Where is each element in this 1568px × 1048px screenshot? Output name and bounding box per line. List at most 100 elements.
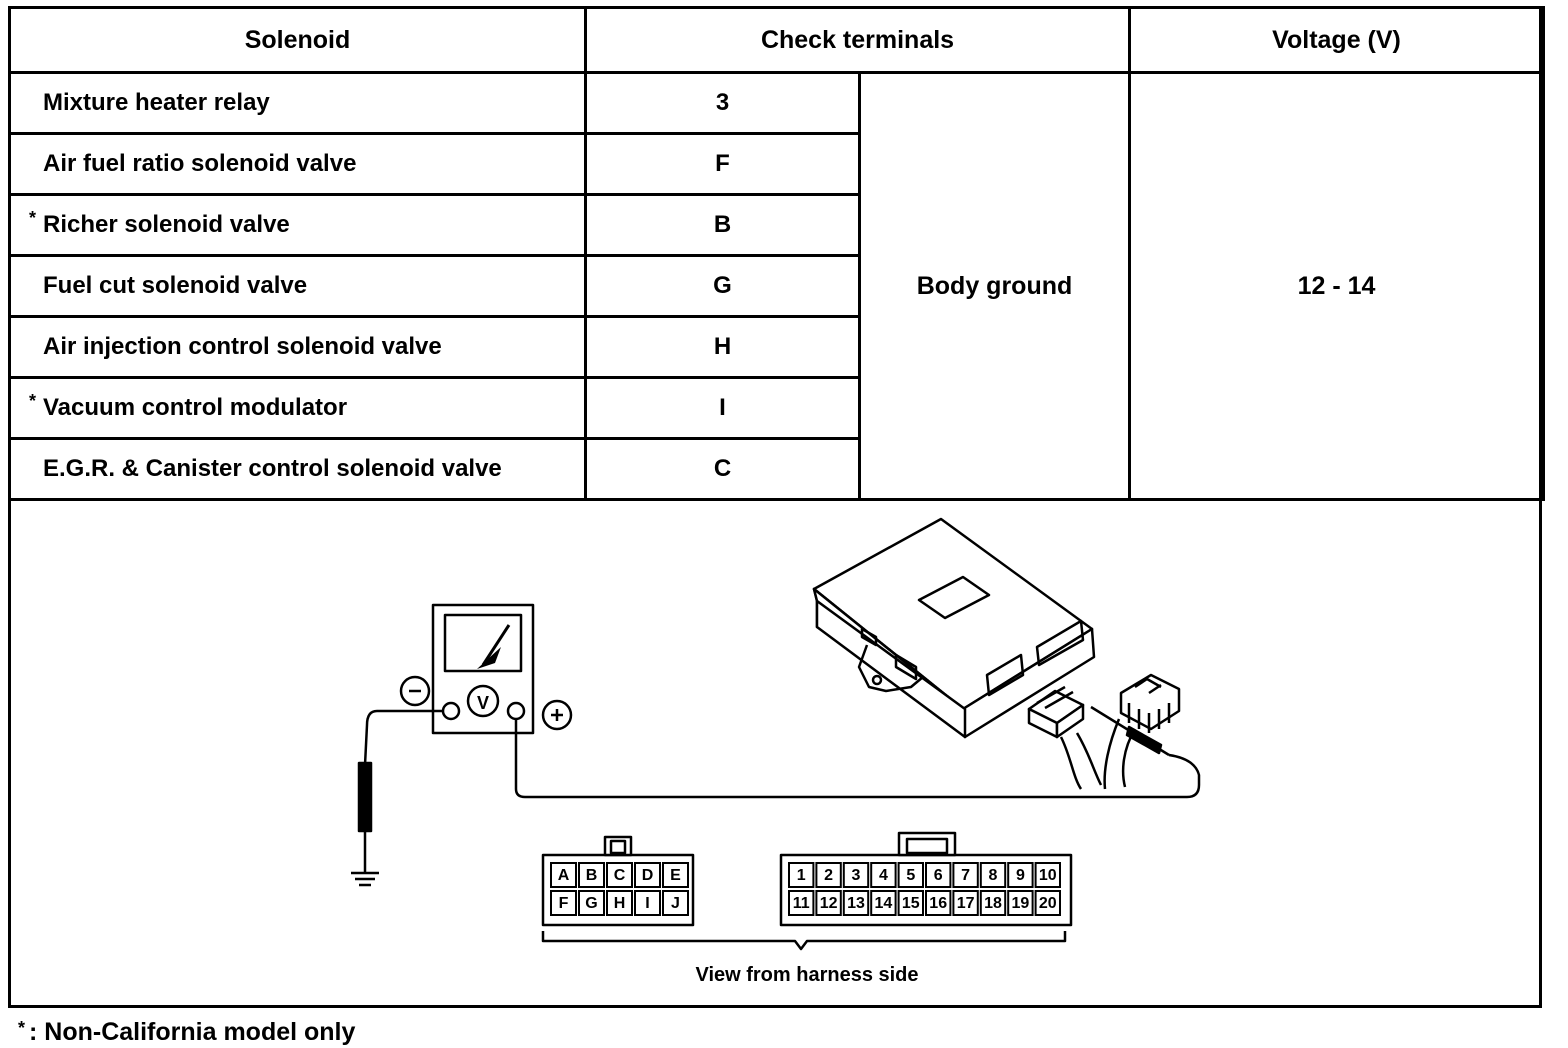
connector-pin	[842, 890, 870, 916]
connector-pin	[662, 862, 689, 888]
connector-pin	[578, 862, 605, 888]
footnote-star: *	[18, 1018, 26, 1038]
terminal-cell: I	[584, 376, 861, 440]
connector-pin-label: G	[585, 895, 597, 912]
connector-pin	[788, 890, 815, 916]
star-mark: *	[29, 391, 37, 411]
connector-pin-label: F	[559, 895, 569, 912]
table-row: *Richer solenoid valve B	[8, 193, 1544, 257]
connector-pin	[952, 890, 979, 916]
connector-pin-label: 3	[852, 867, 861, 884]
connector-pin	[979, 862, 1007, 888]
solenoid-cell: Air fuel ratio solenoid valve	[8, 132, 587, 196]
footnote: *: Non-California model only	[18, 1018, 355, 1047]
connector-pin	[979, 890, 1007, 916]
solenoid-cell: Fuel cut solenoid valve	[8, 254, 587, 318]
probe-icon	[1090, 705, 1170, 757]
table-row: Air injection control solenoid valve H	[8, 315, 1544, 379]
connector-pin	[815, 862, 842, 888]
table-row: Fuel cut solenoid valve G	[8, 254, 1544, 318]
connector-pin-label: 4	[879, 867, 888, 884]
table-row: E.G.R. & Canister control solenoid valve…	[8, 437, 1544, 501]
connector-pin-label: 20	[1039, 895, 1057, 912]
connector-pin-label: 2	[824, 867, 833, 884]
connector-pin-label: 9	[1016, 867, 1025, 884]
terminal-cell: 3	[584, 71, 861, 135]
solenoid-label: E.G.R. & Canister control solenoid valve	[43, 455, 502, 482]
connector-pin-label: 6	[934, 867, 943, 884]
voltage-cell: 12 - 14	[1128, 71, 1546, 501]
star-mark: *	[29, 208, 37, 228]
connector-pin-label: 8	[989, 867, 998, 884]
table-row: *Vacuum control modulator I	[8, 376, 1544, 440]
connector-pin-label: A	[558, 867, 570, 884]
connector-pin-label: 16	[929, 895, 947, 912]
connector-pin	[1007, 862, 1034, 888]
connector-pin-label: 17	[957, 895, 975, 912]
connector-pin	[925, 890, 952, 916]
connector-pin	[925, 862, 952, 888]
connector-pin	[1034, 890, 1061, 916]
connector-pin	[952, 862, 979, 888]
connector-pin	[788, 862, 815, 888]
solenoid-check-table: Solenoid Check terminals Voltage (V) Mix…	[8, 6, 1546, 501]
connector-pin-label: C	[614, 867, 626, 884]
connector-pin-label: I	[645, 895, 649, 912]
connector-pin	[606, 890, 633, 916]
connector-pin	[606, 862, 633, 888]
harness-connector-icon	[1027, 673, 1181, 790]
connector-pin-label: D	[642, 867, 654, 884]
connector-pin-label: 11	[793, 895, 810, 912]
connector-pin-label: 7	[961, 867, 970, 884]
control-unit-icon	[812, 517, 1096, 739]
connector-pin	[634, 890, 661, 916]
connector-pin	[897, 890, 924, 916]
connector-pin-label: 18	[984, 895, 1002, 912]
connector-pin-label: 5	[906, 867, 915, 884]
terminal-cell: C	[584, 437, 861, 501]
solenoid-cell: E.G.R. & Canister control solenoid valve	[8, 437, 587, 501]
terminal-cell: G	[584, 254, 861, 318]
solenoid-label: Air injection control solenoid valve	[43, 333, 442, 360]
connector-pin-label: E	[670, 867, 681, 884]
connector-pin	[634, 862, 661, 888]
connector-pin	[578, 890, 605, 916]
connector-pin	[550, 862, 577, 888]
terminal-cell: F	[584, 132, 861, 196]
connector-pin-label: 15	[902, 895, 920, 912]
connector-pin	[815, 890, 842, 916]
terminal-cell: H	[584, 315, 861, 379]
solenoid-cell: *Richer solenoid valve	[8, 193, 587, 257]
connector-pin	[662, 890, 689, 916]
solenoid-cell: *Vacuum control modulator	[8, 376, 587, 440]
solenoid-label: Fuel cut solenoid valve	[43, 272, 308, 299]
connector-pin-label: H	[614, 895, 626, 912]
connector-pin	[1007, 890, 1034, 916]
test-lead-icon	[351, 709, 1201, 887]
connector-pin	[870, 862, 897, 888]
caption-bracket	[541, 931, 1067, 951]
table-row: Air fuel ratio solenoid valve F	[8, 132, 1544, 196]
connector-pin-label: 12	[820, 895, 838, 912]
connector-pin	[550, 890, 577, 916]
solenoid-label: Air fuel ratio solenoid valve	[43, 150, 357, 177]
connector-pin	[842, 862, 870, 888]
connector-pin-label: J	[671, 895, 680, 912]
connector-pin-label: 10	[1039, 867, 1057, 884]
voltmeter-icon	[399, 603, 573, 735]
table-row: Mixture heater relay 3 Body ground 12 - …	[8, 71, 1546, 501]
connector-pin-label: 1	[797, 867, 806, 884]
solenoid-cell: Air injection control solenoid valve	[8, 315, 587, 379]
solenoid-cell: Mixture heater relay	[8, 71, 587, 135]
ground-cell: Body ground	[857, 71, 1132, 501]
terminal-cell: B	[584, 193, 861, 257]
connector-pin-label: 19	[1012, 895, 1030, 912]
solenoid-label: Mixture heater relay	[43, 89, 270, 116]
header-solenoid: Solenoid	[8, 6, 587, 74]
meter-symbol: V	[477, 693, 489, 713]
diagram-caption: View from harness side	[695, 964, 918, 986]
connector-pin-label: 13	[847, 895, 865, 912]
